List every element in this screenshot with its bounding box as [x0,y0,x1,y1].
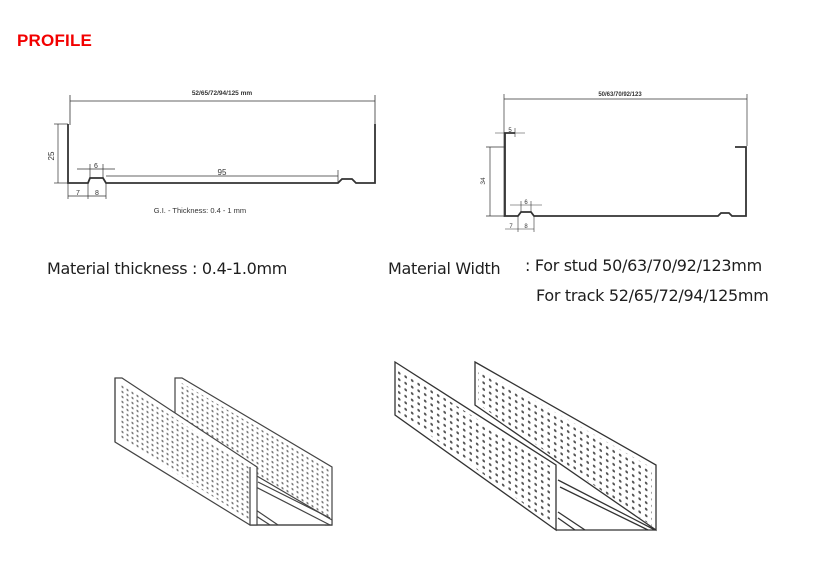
track-height-label: 25 [47,151,56,160]
track-thickness-caption: G.I. - Thickness: 0.4 - 1 mm [154,206,246,215]
track-groove-width-label: 8 [95,190,99,197]
stud-offset-label: 7 [509,224,513,230]
track-cross-section-drawing: 52/65/72/94/125 mm 25 6 95 7 8 G.I. - Th… [47,90,376,215]
track-offset-label: 7 [76,190,80,197]
perforated-track-illustration [114,377,333,526]
stud-groove-width-label: 8 [524,224,528,230]
stud-width-label: 50/63/70/92/123 [598,92,642,98]
page-title: PROFILE [17,31,93,50]
material-width-track: For track 52/65/72/94/125mm [536,286,769,305]
perforated-stud-illustration [394,360,657,532]
track-web-label: 95 [218,168,227,177]
track-groove-top-label: 6 [94,163,98,170]
material-width-stud: : For stud 50/63/70/92/123mm [525,256,762,275]
stud-lip-label: 5 [508,128,512,134]
material-thickness-spec: Material thickness : 0.4-1.0mm [47,259,288,278]
stud-height-label: 34 [480,177,487,185]
stud-cross-section-drawing: 50/63/70/92/123 5 34 6 7 8 [480,92,748,232]
stud-groove-top-label: 6 [524,200,528,206]
material-width-label: Material Width [388,259,501,278]
track-width-label: 52/65/72/94/125 mm [192,90,253,97]
